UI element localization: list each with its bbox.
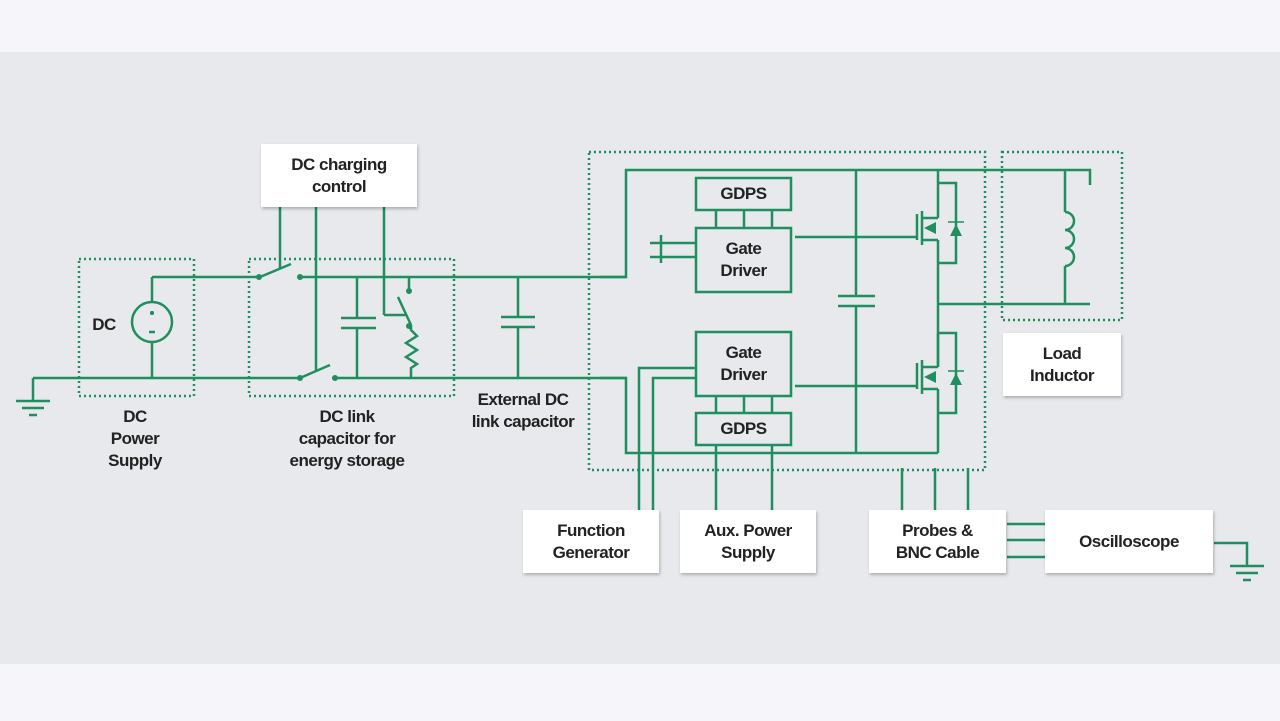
bus-capacitor-icon [838,170,875,453]
load-inductor-icon [1063,170,1076,304]
probes-bnc-block: Probes & BNC Cable [869,510,1006,573]
ground-icon-right [1214,541,1264,582]
load-inductor-block: Load Inductor [1003,333,1121,396]
bottom-mosfet-icon [795,331,958,453]
dc-source-icon [130,275,258,378]
dc-bus-positive [600,168,1092,279]
gdps-top-label: GDPS [720,184,767,203]
load-inductor-group [1000,150,1124,322]
dc-power-supply-label: DC Power Supply [108,407,162,470]
dc-power-supply-group [77,257,196,398]
dc-link-capacitor-label: DC link capacitor for energy storage [289,407,405,470]
dc-bus-negative [600,376,938,455]
top-switch-icon [259,207,626,279]
top-diode-icon [950,224,962,236]
external-dc-link-label: External DC link capacitor [471,390,575,431]
ground-icon-left [16,376,300,417]
gate-driver-top-label: Gate Driver [720,239,767,280]
dc-source-label: DC [92,315,116,334]
dc-charging-control-block: DC charging control [261,144,417,207]
oscilloscope-block: Oscilloscope [1045,510,1213,573]
half-bridge-group [587,150,987,472]
bottom-switch-icon [299,207,626,380]
dc-link-capacitor-icon [341,277,376,378]
gdps-bottom-label: GDPS [720,419,767,438]
top-mosfet-arrow [924,222,936,234]
function-generator-block: Function Generator [523,510,659,573]
aux-power-supply-block: Aux. Power Supply [680,510,816,573]
top-mosfet-icon [795,170,958,367]
gate-driver-bottom-label: Gate Driver [720,343,767,384]
discharge-resistor-icon [382,207,420,378]
external-capacitor-icon [501,277,535,378]
bottom-mosfet-arrow [924,371,936,383]
dc-link-group [247,257,456,398]
